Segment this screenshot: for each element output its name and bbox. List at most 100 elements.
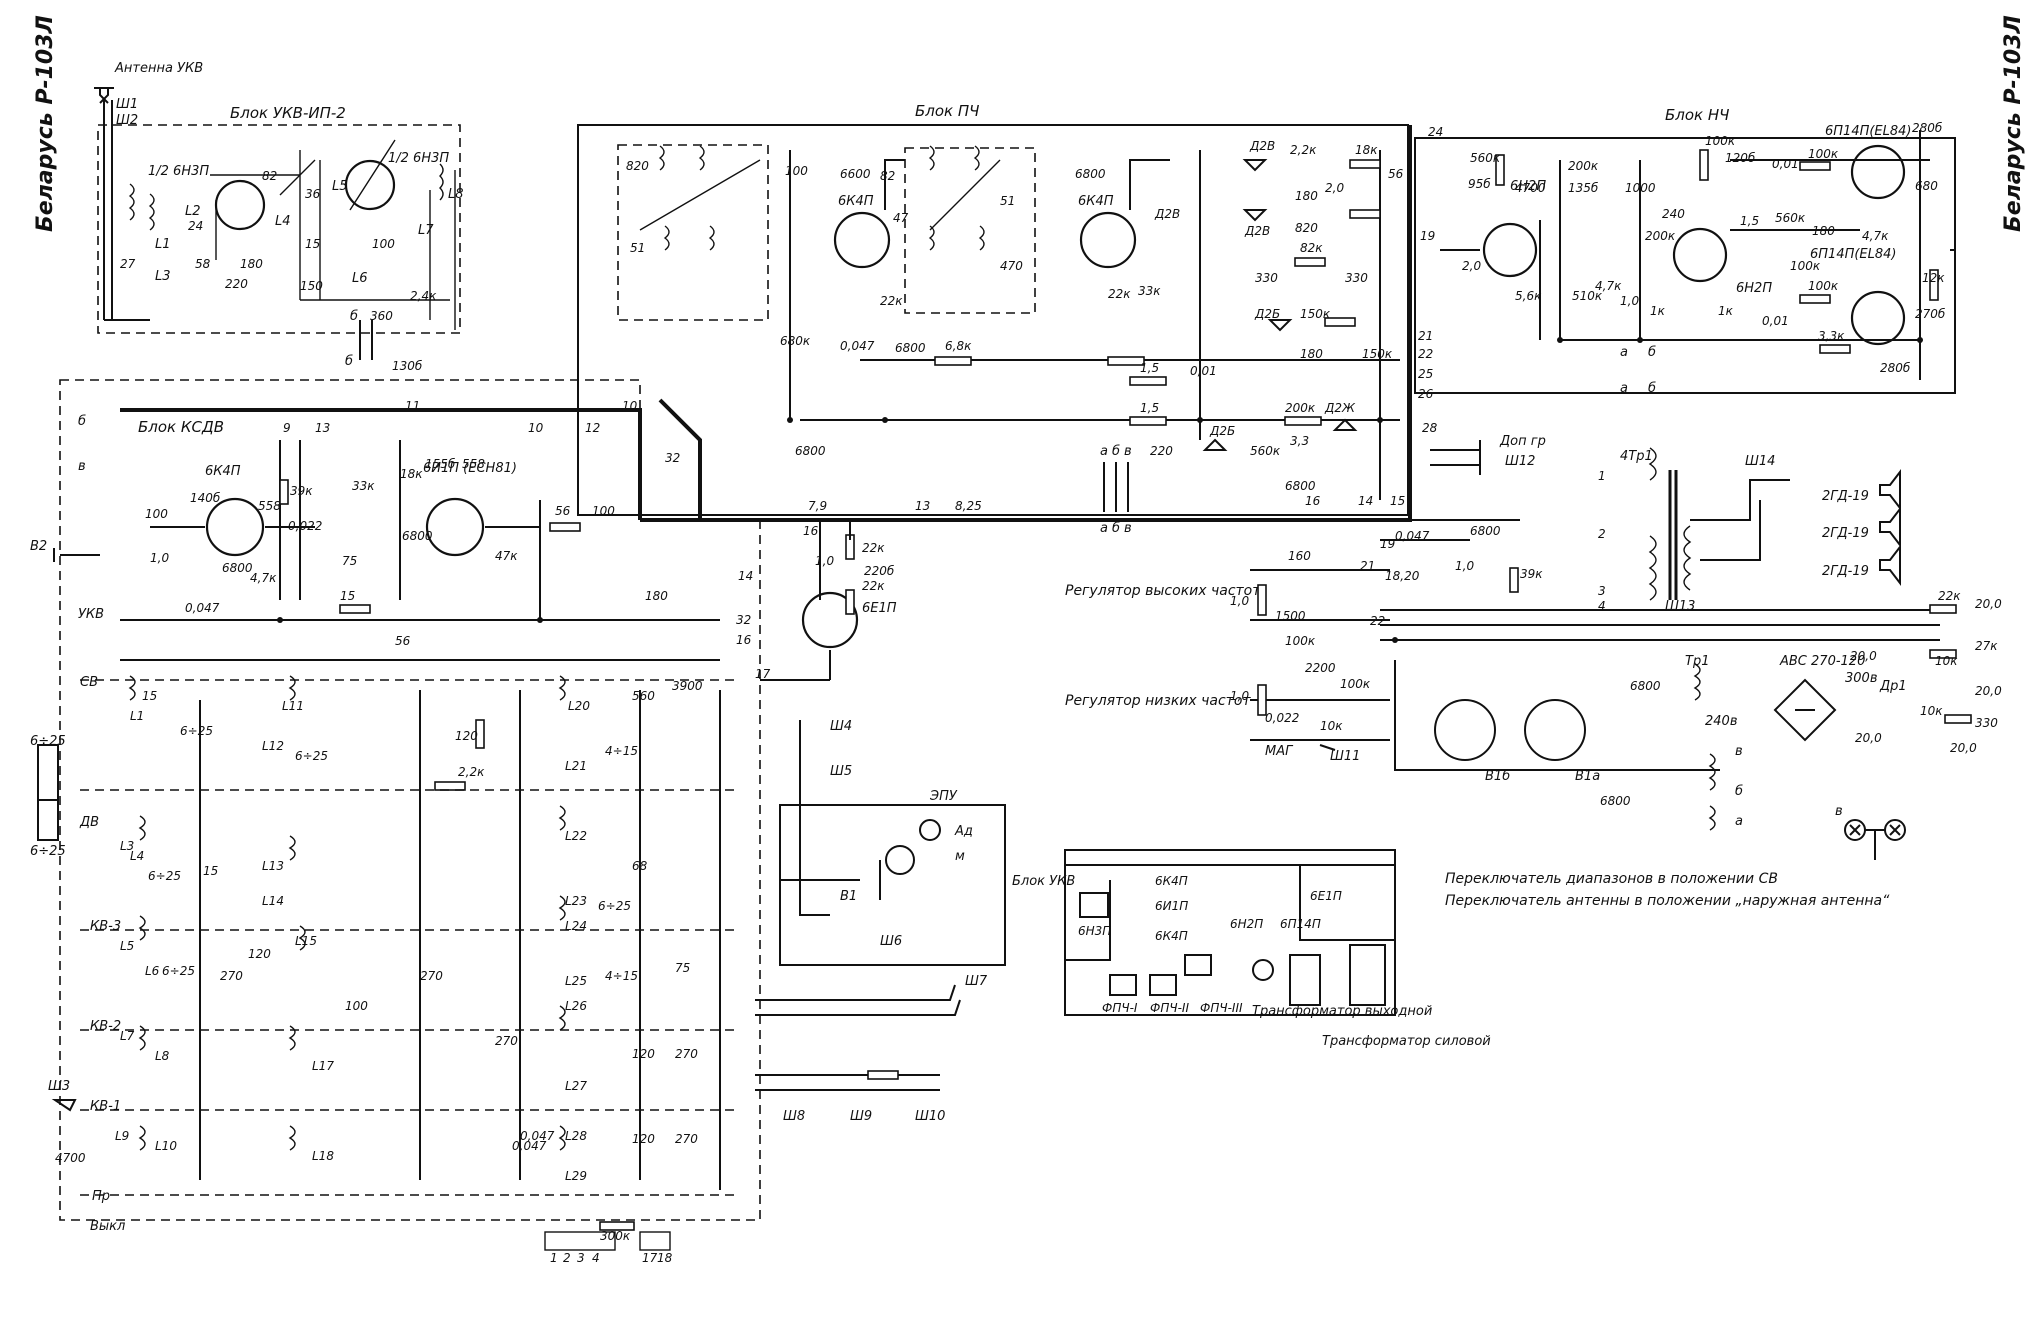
- nch-val-13: 240: [1662, 207, 1685, 221]
- power-val-9: 20,0: [1855, 731, 1882, 745]
- ksdv-r-39k: [279, 479, 289, 505]
- epu-adapter-icon: [919, 819, 941, 841]
- band-val-19: 270: [675, 1132, 698, 1146]
- regulator-values: 160 1,0 1500 100к 0,047 6800 1,0 39к 18,…: [1230, 524, 1543, 733]
- pch-r-200k: [1284, 416, 1322, 426]
- power-val-2: 20,0: [1950, 741, 1977, 755]
- ukv-val-0: 24: [188, 219, 203, 233]
- power-values: 20,0 20,0 20,0 22к 27к 10к 20,0 330 10к …: [1850, 589, 2002, 755]
- pch-val-12: 0,047: [840, 339, 875, 353]
- band-kv2: КВ-2: [90, 1019, 121, 1034]
- pch-r-1-5b: [1129, 416, 1167, 426]
- svg-text:L3: L3: [120, 839, 134, 853]
- band-val-6: 120: [248, 947, 271, 961]
- nch-val-11: 1к: [1650, 304, 1666, 318]
- pch-val-2: 100: [785, 164, 808, 178]
- ukv-l8-label: L8: [448, 187, 464, 202]
- antenna-label: Антенна УКВ: [114, 61, 203, 76]
- ksdv-val-20: 180: [645, 589, 668, 603]
- power-letters: в б а в: [1735, 744, 1843, 829]
- pch-val-25: 150к: [1362, 347, 1393, 361]
- bottom-pin-5: 18: [657, 1251, 673, 1265]
- nch-val-29: 12к: [1922, 271, 1945, 285]
- ksdv-pin-7: 14: [738, 569, 753, 583]
- ksdv-val-11: 558: [462, 457, 485, 471]
- pch-val-7: 51: [1000, 194, 1015, 208]
- out-transformer-coils: [1648, 447, 1692, 601]
- svg-text:L15: L15: [295, 934, 317, 948]
- sh4-label: Ш4: [830, 719, 852, 734]
- chassis-dividers: [1065, 864, 1395, 961]
- ksdv-val-2: 140б: [190, 491, 221, 505]
- tap-4: 4: [1598, 599, 1606, 613]
- nch-val-5: 200к: [1568, 159, 1599, 173]
- chassis-out-transformer: [1289, 954, 1321, 1006]
- ksdv-val-7: 4,7к: [250, 571, 277, 585]
- power-val-7: 330: [1975, 716, 1998, 730]
- ukv-val-7: 15: [305, 237, 320, 251]
- socket-v1b-label: В1б: [1485, 769, 1510, 784]
- ukv-l3-label: L3: [155, 269, 171, 284]
- nch-val-2: 4700: [1515, 181, 1546, 195]
- sh12-icon: [1430, 440, 1481, 475]
- nch-tube-1: [1482, 222, 1538, 278]
- svg-text:L8: L8: [155, 1049, 170, 1063]
- band-ukv: УКВ: [78, 607, 104, 622]
- tap-2: 2: [1598, 527, 1606, 541]
- ukv-block-frame: [97, 124, 461, 334]
- band-coils: [128, 675, 566, 1151]
- regulator-low-label: Регулятор низких частот: [1065, 693, 1251, 709]
- pch-block: Блок ПЧ 6К4П 6К4П 820 51 100 6600 22к 47…: [577, 102, 1409, 536]
- sh7-lines: [755, 984, 961, 1016]
- ksdv-block-label: Блок КСДВ: [138, 418, 224, 436]
- ksdv-val-14: 56: [555, 504, 571, 518]
- pch-tube-2: [1079, 211, 1137, 269]
- pch-val-23: 150к: [1300, 307, 1331, 321]
- nch-val-10: 1,0: [1620, 294, 1639, 308]
- reg-h-val-10: 21: [1360, 559, 1375, 573]
- ind-val-1: 1,0: [815, 554, 834, 568]
- dr1-label: Др1: [1879, 679, 1907, 694]
- pch-val-0: 820: [626, 159, 649, 173]
- sh9-fuse: [867, 1070, 899, 1080]
- svg-text:L18: L18: [312, 1149, 334, 1163]
- reg-h-val-1: 1,0: [1230, 594, 1249, 608]
- band-switch: УКВ СВ ДВ КВ-3 КВ-2 КВ-1 Пр Выкл L11 L12…: [30, 607, 740, 1243]
- ukv-l6-label: L6: [352, 271, 368, 286]
- pch-pin-5: 15: [1390, 494, 1405, 508]
- pch-val-14: 6800: [795, 444, 826, 458]
- pch-r-150k: [1324, 317, 1356, 327]
- nch-val-26: 100к: [1790, 259, 1821, 273]
- ind-val-0: 22к: [862, 541, 885, 555]
- epu-label: ЭПУ: [929, 789, 958, 804]
- ukv-l4-label: L4: [275, 214, 291, 229]
- svg-text:L4: L4: [130, 849, 144, 863]
- pch-val-9: 6800: [1075, 167, 1106, 181]
- nch-letter-b2: б: [1648, 381, 1656, 396]
- socket-v1a: [1524, 699, 1586, 761]
- band-verticals: [199, 690, 721, 1190]
- chassis-fpch1: [1109, 974, 1137, 996]
- pch-pin-3: 16: [1305, 494, 1321, 508]
- chassis-tr-power: Трансформатор силовой: [1322, 1034, 1491, 1049]
- svg-text:L6: L6: [145, 964, 160, 978]
- nch-r-12k: [1929, 269, 1939, 301]
- out-tube-2-label: 6П14П(EL84): [1810, 247, 1897, 262]
- power-val-8: 10к: [1920, 704, 1943, 718]
- pw-letter-b: б: [1735, 784, 1743, 799]
- dop-gr-label: Доп гр: [1499, 434, 1546, 449]
- nch-val-23: 3,3к: [1818, 329, 1845, 343]
- chassis-power-transformer: [1349, 944, 1386, 1006]
- nch-block: Блок НЧ 6Н2П 6Н2П 6П14П(EL84) 6П14П(EL84…: [1414, 106, 1956, 435]
- band-val-21: 560: [632, 689, 655, 703]
- svg-text:L29: L29: [565, 1169, 587, 1183]
- sh13-label: Ш13: [1665, 599, 1695, 614]
- chassis-tube-4: 6Е1П: [1310, 889, 1342, 903]
- nch-letters: а б а б: [1620, 345, 1656, 396]
- pch-pin-1: 13: [915, 499, 930, 513]
- bottom-pin-2: 3: [577, 1251, 585, 1265]
- pch-val-32: 6800: [1285, 479, 1316, 493]
- svg-text:L12: L12: [262, 739, 284, 753]
- power-cap-0: 6800: [1630, 679, 1661, 693]
- pch-val-28: 220: [1150, 444, 1173, 458]
